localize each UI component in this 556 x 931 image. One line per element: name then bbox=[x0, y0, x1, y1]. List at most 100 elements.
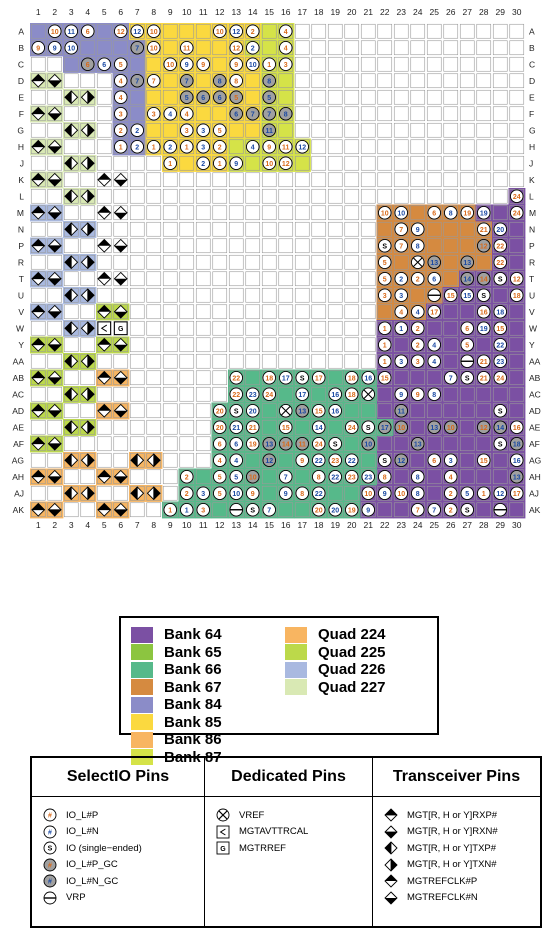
color-swatch bbox=[131, 626, 153, 643]
svg-text:9: 9 bbox=[185, 62, 189, 69]
mgtrefclk-n-icon bbox=[384, 891, 398, 905]
pin-io-p-AK9: 1 bbox=[163, 503, 177, 517]
pad-cell bbox=[393, 238, 409, 254]
pad-cell bbox=[311, 353, 327, 369]
bank-region-cell bbox=[508, 369, 526, 387]
pad-cell bbox=[162, 485, 178, 501]
bank-region-cell bbox=[393, 468, 410, 486]
pad-cell bbox=[129, 155, 145, 171]
bank-region-cell bbox=[459, 386, 476, 403]
pad-cell bbox=[245, 89, 261, 105]
pad-cell bbox=[47, 403, 63, 419]
pad-cell bbox=[113, 403, 129, 419]
pin-io-n-gc-E12: 6 bbox=[212, 90, 227, 104]
pad-cell bbox=[360, 23, 376, 39]
svg-text:22: 22 bbox=[232, 375, 240, 382]
pad-cell bbox=[459, 73, 475, 89]
pad-cell bbox=[47, 485, 63, 501]
pad-cell bbox=[360, 452, 376, 468]
mgt-rxp-icon bbox=[384, 808, 398, 822]
pad-cell bbox=[476, 23, 492, 39]
column-label-top: 11 bbox=[199, 7, 208, 17]
svg-text:5: 5 bbox=[383, 260, 387, 267]
pad-cell bbox=[344, 469, 360, 485]
pad-cell bbox=[459, 40, 475, 56]
bank-region-cell bbox=[162, 122, 179, 139]
pin-io-p-AJ21: 10 bbox=[361, 486, 376, 501]
svg-text:9: 9 bbox=[416, 227, 420, 234]
pad-cell bbox=[344, 139, 360, 155]
pad-cell bbox=[443, 502, 459, 518]
bank-region-cell bbox=[459, 452, 476, 469]
svg-text:12: 12 bbox=[117, 29, 125, 36]
bank-region-cell bbox=[327, 369, 344, 387]
pin-io-n-H9: 2 bbox=[163, 139, 177, 154]
pin-vrp-AK29 bbox=[493, 503, 508, 517]
pad-cell bbox=[63, 271, 79, 287]
pad-cell bbox=[80, 502, 96, 518]
pad-cell bbox=[80, 73, 96, 89]
pin-mgt-rxn-AK2 bbox=[47, 502, 62, 517]
pad-cell bbox=[426, 320, 442, 336]
pin-io-p-AJ14: 9 bbox=[245, 486, 260, 501]
svg-text:12: 12 bbox=[282, 161, 290, 168]
pin-io-p-G6: 2 bbox=[113, 123, 128, 137]
pin-io-p-AB15: 18 bbox=[262, 371, 277, 385]
pad-cell bbox=[393, 221, 409, 237]
pad-cell bbox=[278, 436, 294, 452]
svg-text:1: 1 bbox=[383, 342, 387, 349]
pad-cell bbox=[179, 353, 195, 369]
svg-text:17: 17 bbox=[282, 375, 290, 382]
pin-mgtrefclk-p-AD5 bbox=[97, 403, 112, 418]
pad-cell bbox=[426, 386, 442, 402]
pin-io-p-AF14: 19 bbox=[245, 437, 260, 451]
pad-cell bbox=[278, 287, 294, 303]
pad-cell bbox=[492, 205, 508, 221]
row-label-right: AJ bbox=[529, 488, 539, 498]
pad-cell bbox=[113, 436, 129, 452]
pin-io-p-J16: 12 bbox=[279, 156, 293, 170]
pin-mgt-txn-N4 bbox=[80, 222, 95, 237]
pad-cell bbox=[344, 403, 360, 419]
pad-cell bbox=[96, 89, 112, 105]
pad-cell bbox=[212, 139, 228, 155]
bank-region-cell bbox=[442, 336, 460, 354]
pin-mgtrefclk-n-AB6 bbox=[113, 370, 128, 385]
pad-cell bbox=[278, 89, 294, 105]
svg-text:7: 7 bbox=[135, 45, 139, 52]
pad-cell bbox=[459, 172, 475, 188]
pin-io-p-T22: 5 bbox=[378, 272, 392, 286]
io-n-icon: # bbox=[43, 825, 57, 839]
bank-region-cell bbox=[459, 303, 476, 321]
pad-cell bbox=[443, 172, 459, 188]
svg-text:8: 8 bbox=[284, 111, 288, 118]
bank-region-cell bbox=[508, 237, 526, 255]
pad-cell bbox=[426, 139, 442, 155]
svg-text:12: 12 bbox=[265, 458, 273, 465]
bank-region-cell bbox=[409, 402, 427, 420]
pad-cell bbox=[162, 155, 178, 171]
svg-text:4: 4 bbox=[168, 111, 172, 118]
pin-io-n-AE13: 21 bbox=[229, 420, 243, 435]
pin-legend-item: MGTAVTTRCAL bbox=[215, 824, 372, 841]
pad-cell bbox=[30, 106, 46, 122]
row-label-left: E bbox=[18, 92, 24, 102]
color-swatch bbox=[285, 644, 307, 661]
bank-legend-item: Bank 85 bbox=[131, 714, 222, 732]
pad-cell bbox=[212, 370, 228, 386]
pad-cell bbox=[459, 188, 475, 204]
pad-cell bbox=[30, 221, 46, 237]
bank-region-cell bbox=[261, 23, 278, 40]
pad-cell bbox=[360, 485, 376, 501]
row-label-left: AF bbox=[13, 439, 24, 449]
io-p-gc-icon: # bbox=[43, 858, 57, 872]
pad-cell bbox=[344, 320, 360, 336]
pin-io-p-gc-AE23: 10 bbox=[394, 420, 409, 435]
bank-region-cell bbox=[112, 39, 130, 57]
pad-cell bbox=[245, 271, 261, 287]
pad-cell bbox=[113, 89, 129, 105]
pin-io-n-gc-AD23: 11 bbox=[394, 404, 409, 418]
pin-io-n-H17: 12 bbox=[295, 139, 310, 154]
pin-io-n-AK25: 7 bbox=[427, 503, 442, 517]
svg-text:5: 5 bbox=[185, 95, 189, 102]
